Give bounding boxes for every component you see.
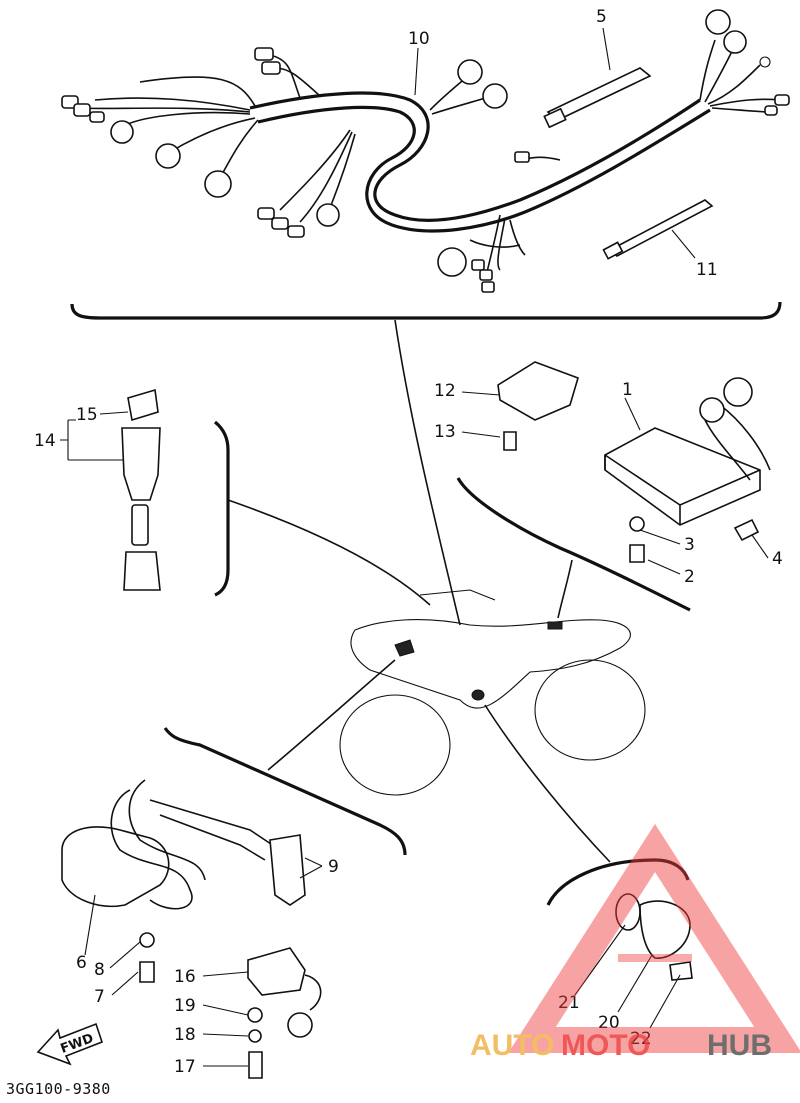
cable-band-5 bbox=[543, 67, 652, 129]
callout-17: 17 bbox=[174, 1057, 196, 1077]
watermark-moto: MOTO bbox=[561, 1029, 650, 1062]
callout-11: 11 bbox=[696, 260, 718, 280]
leader-sensor bbox=[484, 704, 611, 863]
ignition-coil-group bbox=[61, 727, 407, 1079]
sensor-group bbox=[546, 858, 693, 981]
callout-9: 9 bbox=[328, 857, 339, 877]
watermark-hub: HUB bbox=[707, 1029, 772, 1062]
cable-band-11 bbox=[602, 199, 714, 260]
callout-22: 22 bbox=[630, 1029, 652, 1049]
callout-13: 13 bbox=[434, 422, 456, 442]
callout-14: 14 bbox=[34, 431, 56, 451]
fwd-arrow: FWD bbox=[36, 1022, 103, 1066]
callout-21: 21 bbox=[558, 993, 580, 1013]
leader-harness bbox=[394, 319, 461, 626]
callout-8: 8 bbox=[94, 960, 105, 980]
atv-silhouette bbox=[339, 589, 646, 796]
callout-18: 18 bbox=[174, 1025, 196, 1045]
wire-harness bbox=[61, 9, 790, 293]
watermark: AUTO MOTO HUB bbox=[470, 823, 800, 1062]
leader-switch bbox=[227, 499, 431, 606]
callout-3: 3 bbox=[684, 535, 695, 555]
group-bracket-top bbox=[70, 301, 782, 320]
callout-16: 16 bbox=[174, 967, 196, 987]
rectifier-group bbox=[456, 361, 771, 612]
leader-rectifier bbox=[557, 559, 573, 619]
diagram-code: 3GG100-9380 bbox=[6, 1080, 111, 1098]
callout-leaders bbox=[60, 27, 769, 1067]
callout-15: 15 bbox=[76, 405, 98, 425]
main-switch-group bbox=[121, 388, 230, 597]
callout-19: 19 bbox=[174, 996, 196, 1016]
callout-7: 7 bbox=[94, 987, 105, 1007]
callout-5: 5 bbox=[596, 7, 607, 27]
callout-1: 1 bbox=[622, 380, 633, 400]
callout-10: 10 bbox=[408, 29, 430, 49]
callout-12: 12 bbox=[434, 381, 456, 401]
callout-6: 6 bbox=[76, 953, 87, 973]
callout-2: 2 bbox=[684, 567, 695, 587]
watermark-auto: AUTO bbox=[470, 1029, 554, 1062]
leader-ignition bbox=[267, 659, 396, 771]
callout-20: 20 bbox=[598, 1013, 620, 1033]
callout-4: 4 bbox=[772, 549, 783, 569]
